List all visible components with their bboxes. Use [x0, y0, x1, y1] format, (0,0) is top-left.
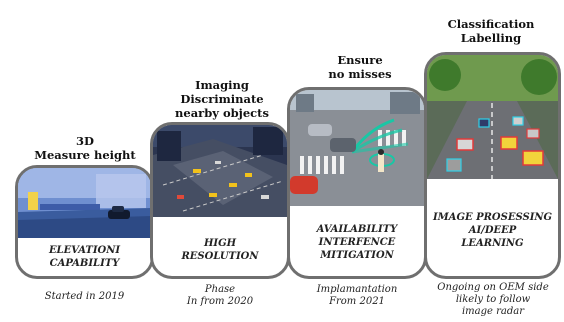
- stage-2-footer-line-2: In from 2020: [186, 296, 254, 307]
- stage-4-title-line-2: Labelling: [460, 31, 522, 45]
- stage-1-card: ELEVATIONI CAPABILITY: [15, 165, 154, 279]
- stage-4-caption-line-2: AI/DEEP: [468, 225, 517, 236]
- stage-2-caption: HIGH RESOLUTION: [153, 237, 287, 263]
- stage-3-footer: Implamantation From 2021: [287, 284, 427, 308]
- stage-4-title-line-1: Classification: [447, 17, 535, 31]
- stage-2-caption-line-2: RESOLUTION: [181, 251, 259, 262]
- stage-1-image-elevation-scene: [18, 168, 151, 238]
- stage-1-title-line-2: Measure height: [34, 148, 136, 162]
- stage-3-footer-line-1: Implamantation: [316, 284, 398, 295]
- stage-3-title-line-1: Ensure: [337, 53, 383, 67]
- stage-4-footer-line-3: image radar: [461, 306, 525, 317]
- stage-2-title-line-3: nearby objects: [175, 106, 269, 120]
- stage-3-caption: AVAILABILITY INTERFENCE MITIGATION: [290, 223, 424, 262]
- stage-3-caption-line-2: INTERFENCE: [318, 237, 396, 248]
- stage-1-footer: Started in 2019: [15, 291, 154, 303]
- stage-2-footer: Phase In from 2020: [150, 284, 290, 308]
- stage-2-title-line-1: Imaging: [195, 78, 249, 92]
- stage-2-title: Imaging Discriminate nearby objects: [152, 78, 292, 120]
- stage-2-card: HIGH RESOLUTION: [150, 122, 290, 279]
- stage-1-title-line-1: 3D: [76, 134, 94, 148]
- stage-1-caption-line-1: ELEVATIONI: [48, 245, 121, 256]
- stage-4-card: IMAGE PROSESSING AI/DEEP LEARNING: [424, 52, 561, 279]
- stage-4-caption-line-1: IMAGE PROSESSING: [432, 212, 553, 223]
- stage-1-caption: ELEVATIONI CAPABILITY: [18, 244, 151, 270]
- stage-1-caption-line-2: CAPABILITY: [49, 258, 120, 269]
- stage-4-caption-line-3: LEARNING: [461, 238, 524, 249]
- stage-3-caption-line-1: AVAILABILITY: [316, 224, 398, 235]
- stage-4-title: Classification Labelling: [426, 17, 556, 45]
- stage-2-footer-line-1: Phase: [204, 284, 236, 295]
- stage-4-caption: IMAGE PROSESSING AI/DEEP LEARNING: [427, 211, 558, 250]
- stage-3-caption-line-3: MITIGATION: [320, 250, 394, 261]
- stage-2-image-city-aerial: [153, 125, 287, 217]
- stage-4-footer-line-2: likely to follow: [455, 294, 531, 305]
- stage-1-footer-line-1: Started in 2019: [44, 291, 125, 302]
- stage-3-title-line-2: no misses: [328, 67, 392, 81]
- stage-3-footer-line-2: From 2021: [329, 296, 385, 307]
- stage-4-footer: Ongoing on OEM side likely to follow ima…: [426, 282, 560, 318]
- stage-3-card: AVAILABILITY INTERFENCE MITIGATION: [287, 87, 427, 279]
- stage-1-title: 3D Measure height: [20, 134, 150, 162]
- stage-4-footer-line-1: Ongoing on OEM side: [437, 282, 549, 293]
- stage-2-caption-line-1: HIGH: [203, 238, 237, 249]
- stage-2-title-line-2: Discriminate: [180, 92, 264, 106]
- stage-3-image-intersection: [290, 90, 424, 206]
- stage-3-title: Ensure no misses: [292, 53, 428, 81]
- stage-4-image-traffic-detection: [427, 55, 558, 179]
